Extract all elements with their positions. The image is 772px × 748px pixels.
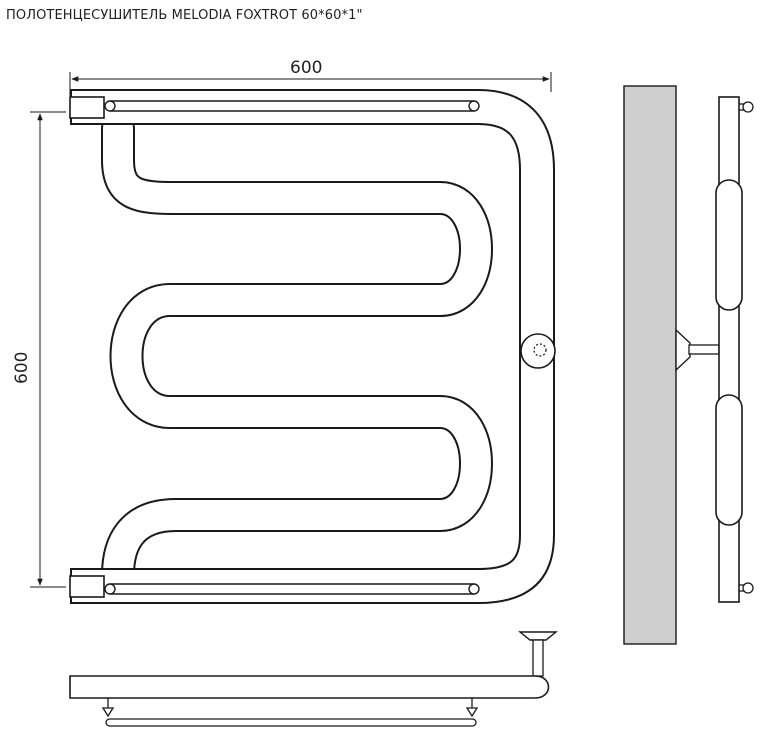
height-label: 600 bbox=[12, 352, 32, 384]
top-view bbox=[69, 631, 558, 727]
top-view-holder-right bbox=[465, 698, 479, 718]
width-label: 600 bbox=[290, 58, 322, 78]
side-mount-bracket bbox=[675, 328, 691, 372]
side-mount-rod bbox=[688, 344, 720, 355]
serpentine-tube bbox=[101, 111, 493, 592]
top-inlet-end bbox=[69, 96, 105, 119]
bottom-holder-rod bbox=[104, 583, 480, 595]
side-view bbox=[623, 85, 754, 645]
top-view-mount-flange bbox=[518, 631, 558, 641]
side-loop-lower bbox=[715, 394, 743, 526]
side-frame-pipe bbox=[718, 96, 740, 603]
top-view-holder-rod bbox=[105, 718, 477, 727]
wall-section bbox=[623, 85, 677, 645]
page-title: ПОЛОТЕНЦЕСУШИТЕЛЬ MELODIA FOXTROT 60*60*… bbox=[6, 8, 363, 23]
wall-mount-front bbox=[520, 333, 556, 369]
side-loop-upper bbox=[715, 179, 743, 311]
height-dimension bbox=[30, 111, 66, 588]
top-holder-rod bbox=[104, 100, 480, 112]
top-view-pipe bbox=[69, 675, 550, 699]
bottom-inlet-end bbox=[69, 575, 105, 598]
top-view-holder-left bbox=[101, 698, 115, 718]
side-bottom-holder bbox=[739, 582, 754, 594]
front-view bbox=[69, 89, 556, 604]
top-view-mount-rod bbox=[532, 639, 544, 677]
width-dimension bbox=[69, 72, 552, 96]
side-top-holder bbox=[739, 101, 754, 113]
